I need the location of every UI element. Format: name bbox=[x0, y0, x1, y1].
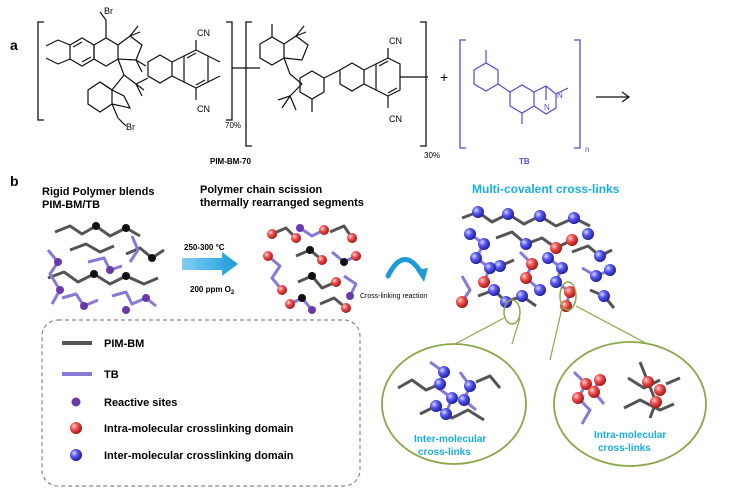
zoom-right-sites bbox=[572, 374, 666, 408]
condition-o2: 200 ppm O2 bbox=[190, 285, 235, 296]
process-arrow bbox=[182, 252, 238, 276]
stage1-title-line2: PIM-BM/TB bbox=[42, 199, 100, 211]
zoom-line-3 bbox=[549, 307, 563, 361]
tb-bracket-open bbox=[459, 39, 466, 149]
plus-sign: + bbox=[440, 69, 448, 85]
zoom-right-label-line1: Intra-molecular bbox=[594, 430, 666, 441]
stage2-sites bbox=[263, 224, 361, 314]
stage2-network bbox=[267, 224, 358, 311]
zoom-left-sites bbox=[430, 366, 476, 420]
legend-label-inter: Inter-molecular crosslinking domain bbox=[104, 450, 294, 462]
stage3-title: Multi-covalent cross-links bbox=[472, 182, 620, 196]
zoom-marker-right bbox=[559, 281, 577, 311]
stage2-title-line1: Polymer chain scission bbox=[200, 184, 323, 196]
zoom-circle-left bbox=[381, 343, 527, 465]
stage1-network bbox=[46, 224, 165, 308]
legend-label-pim-bm: PIM-BM bbox=[104, 338, 144, 350]
tb-n-1: N bbox=[557, 91, 563, 100]
legend-swatch-intra bbox=[70, 422, 82, 434]
reaction-label: Cross-linking reaction bbox=[360, 293, 427, 300]
crosslink-curved-arrow bbox=[385, 257, 425, 279]
pim-monomer-2-structure bbox=[232, 24, 428, 112]
panel-b: b Rigid Polymer blends PIM-BM/TB Polymer… bbox=[10, 173, 707, 487]
panel-b-letter: b bbox=[10, 173, 19, 189]
legend-box bbox=[41, 319, 361, 487]
legend: PIM-BM TB Reactive sites Intra-molecular… bbox=[62, 338, 294, 462]
zoom-marker-left bbox=[503, 299, 521, 325]
condition-temp: 250-300 °C bbox=[184, 243, 225, 252]
ratio-left: 70% bbox=[225, 121, 241, 130]
legend-swatch-reactive bbox=[71, 397, 81, 407]
stage1-title-line1: Rigid Polymer blends bbox=[42, 186, 154, 198]
crosslink-curved-arrow-head bbox=[416, 268, 428, 282]
bracket-left-close bbox=[226, 21, 233, 121]
condition-o2-sub: 2 bbox=[231, 290, 235, 296]
cn-label-3: CN bbox=[389, 36, 402, 46]
zoom-line-2 bbox=[511, 317, 521, 345]
bracket-right-open bbox=[245, 21, 252, 147]
panel-a-letter: a bbox=[10, 37, 18, 53]
cn-label-4: CN bbox=[389, 114, 402, 124]
stage2-title-line2: thermally rearranged segments bbox=[200, 197, 364, 209]
tb-bracket-close bbox=[574, 39, 581, 149]
tb-repeat-n: n bbox=[585, 145, 589, 154]
bracket-left-open bbox=[37, 21, 44, 121]
legend-swatch-inter bbox=[70, 449, 82, 461]
legend-label-tb: TB bbox=[104, 369, 119, 381]
cn-label-2: CN bbox=[197, 104, 210, 114]
zoom-right-label-line2: cross-links bbox=[598, 443, 651, 454]
br-bottom-label: Br bbox=[126, 122, 135, 132]
cn-label-1: CN bbox=[197, 28, 210, 38]
stage3-sites bbox=[456, 206, 616, 312]
bracket-right-close bbox=[420, 21, 427, 147]
condition-o2-text: 200 ppm O bbox=[190, 285, 231, 294]
polymer2-name: TB bbox=[519, 157, 530, 166]
stage1-sites bbox=[54, 222, 156, 314]
ratio-right: 30% bbox=[424, 151, 440, 160]
tb-n-2: N bbox=[544, 103, 550, 112]
zoom-left-label-line2: cross-links bbox=[418, 447, 471, 458]
legend-label-intra: Intra-molecular crosslinking domain bbox=[104, 423, 294, 435]
panel-a: a Br bbox=[10, 6, 631, 166]
zoom-left-label-line1: Inter-molecular bbox=[414, 434, 486, 445]
reaction-arrow-a-head bbox=[621, 91, 631, 103]
tb-structure bbox=[473, 50, 569, 124]
br-top-label: Br bbox=[104, 6, 113, 16]
pim-monomer-1-structure bbox=[45, 11, 221, 127]
polymer1-name: PIM-BM-70 bbox=[210, 157, 251, 166]
legend-label-reactive: Reactive sites bbox=[104, 397, 177, 409]
